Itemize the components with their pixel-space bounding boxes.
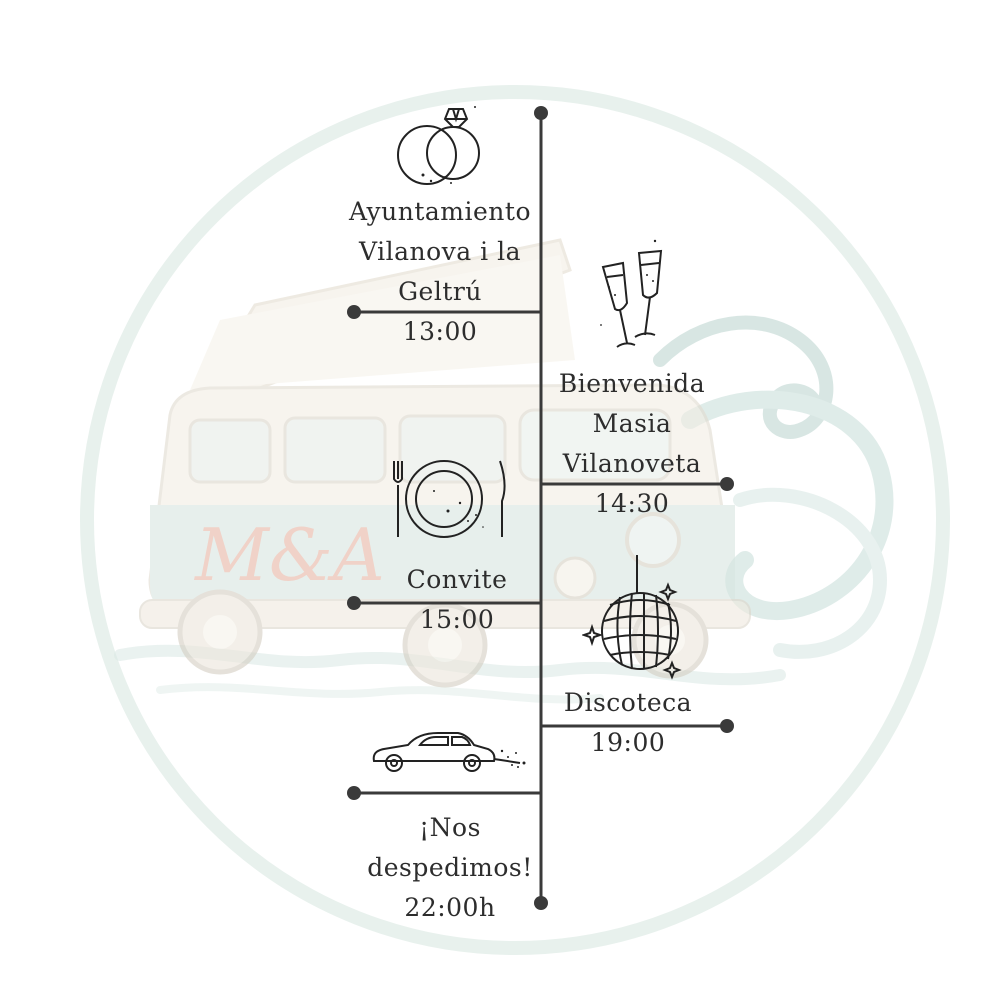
event-convite: Convite 15:00: [357, 560, 557, 640]
dinner-plate-icon: [393, 460, 506, 538]
event-title-line: Convite: [406, 565, 508, 594]
event-title-line: Bienvenida: [558, 369, 706, 398]
event-time: 22:00h: [404, 893, 496, 922]
event-title-line: Masia: [592, 409, 672, 438]
event-time: 13:00: [402, 317, 478, 346]
event-title-line: despedimos!: [367, 853, 533, 882]
event-title-line: ¡Nos: [419, 813, 481, 842]
rings-icon: [397, 106, 480, 185]
event-title-line: Geltrú: [398, 277, 482, 306]
event-title-line: Vilanoveta: [562, 449, 702, 478]
event-time: 15:00: [419, 605, 495, 634]
champagne-glasses-icon: [600, 239, 663, 348]
monogram: M&A: [193, 513, 385, 597]
outer-circle: [80, 85, 950, 955]
event-title-line: Vilanova i la: [359, 237, 521, 266]
event-title-line: Discoteca: [563, 688, 693, 717]
timeline-axis: [347, 106, 734, 910]
event-time: 14:30: [594, 489, 670, 518]
event-time: 19:00: [590, 728, 666, 757]
disco-ball-icon: [582, 555, 682, 680]
event-ayuntamiento: Ayuntamiento Vilanova i la Geltrú 13:00: [330, 192, 550, 352]
event-despedida: ¡Nos despedimos! 22:00h: [350, 808, 550, 928]
camper-van-illustration: [139, 238, 751, 688]
vintage-car-icon: [372, 732, 526, 772]
event-discoteca: Discoteca 19:00: [528, 683, 728, 763]
event-title-line: Ayuntamiento: [348, 197, 531, 226]
event-bienvenida: Bienvenida Masia Vilanoveta 14:30: [532, 364, 732, 524]
